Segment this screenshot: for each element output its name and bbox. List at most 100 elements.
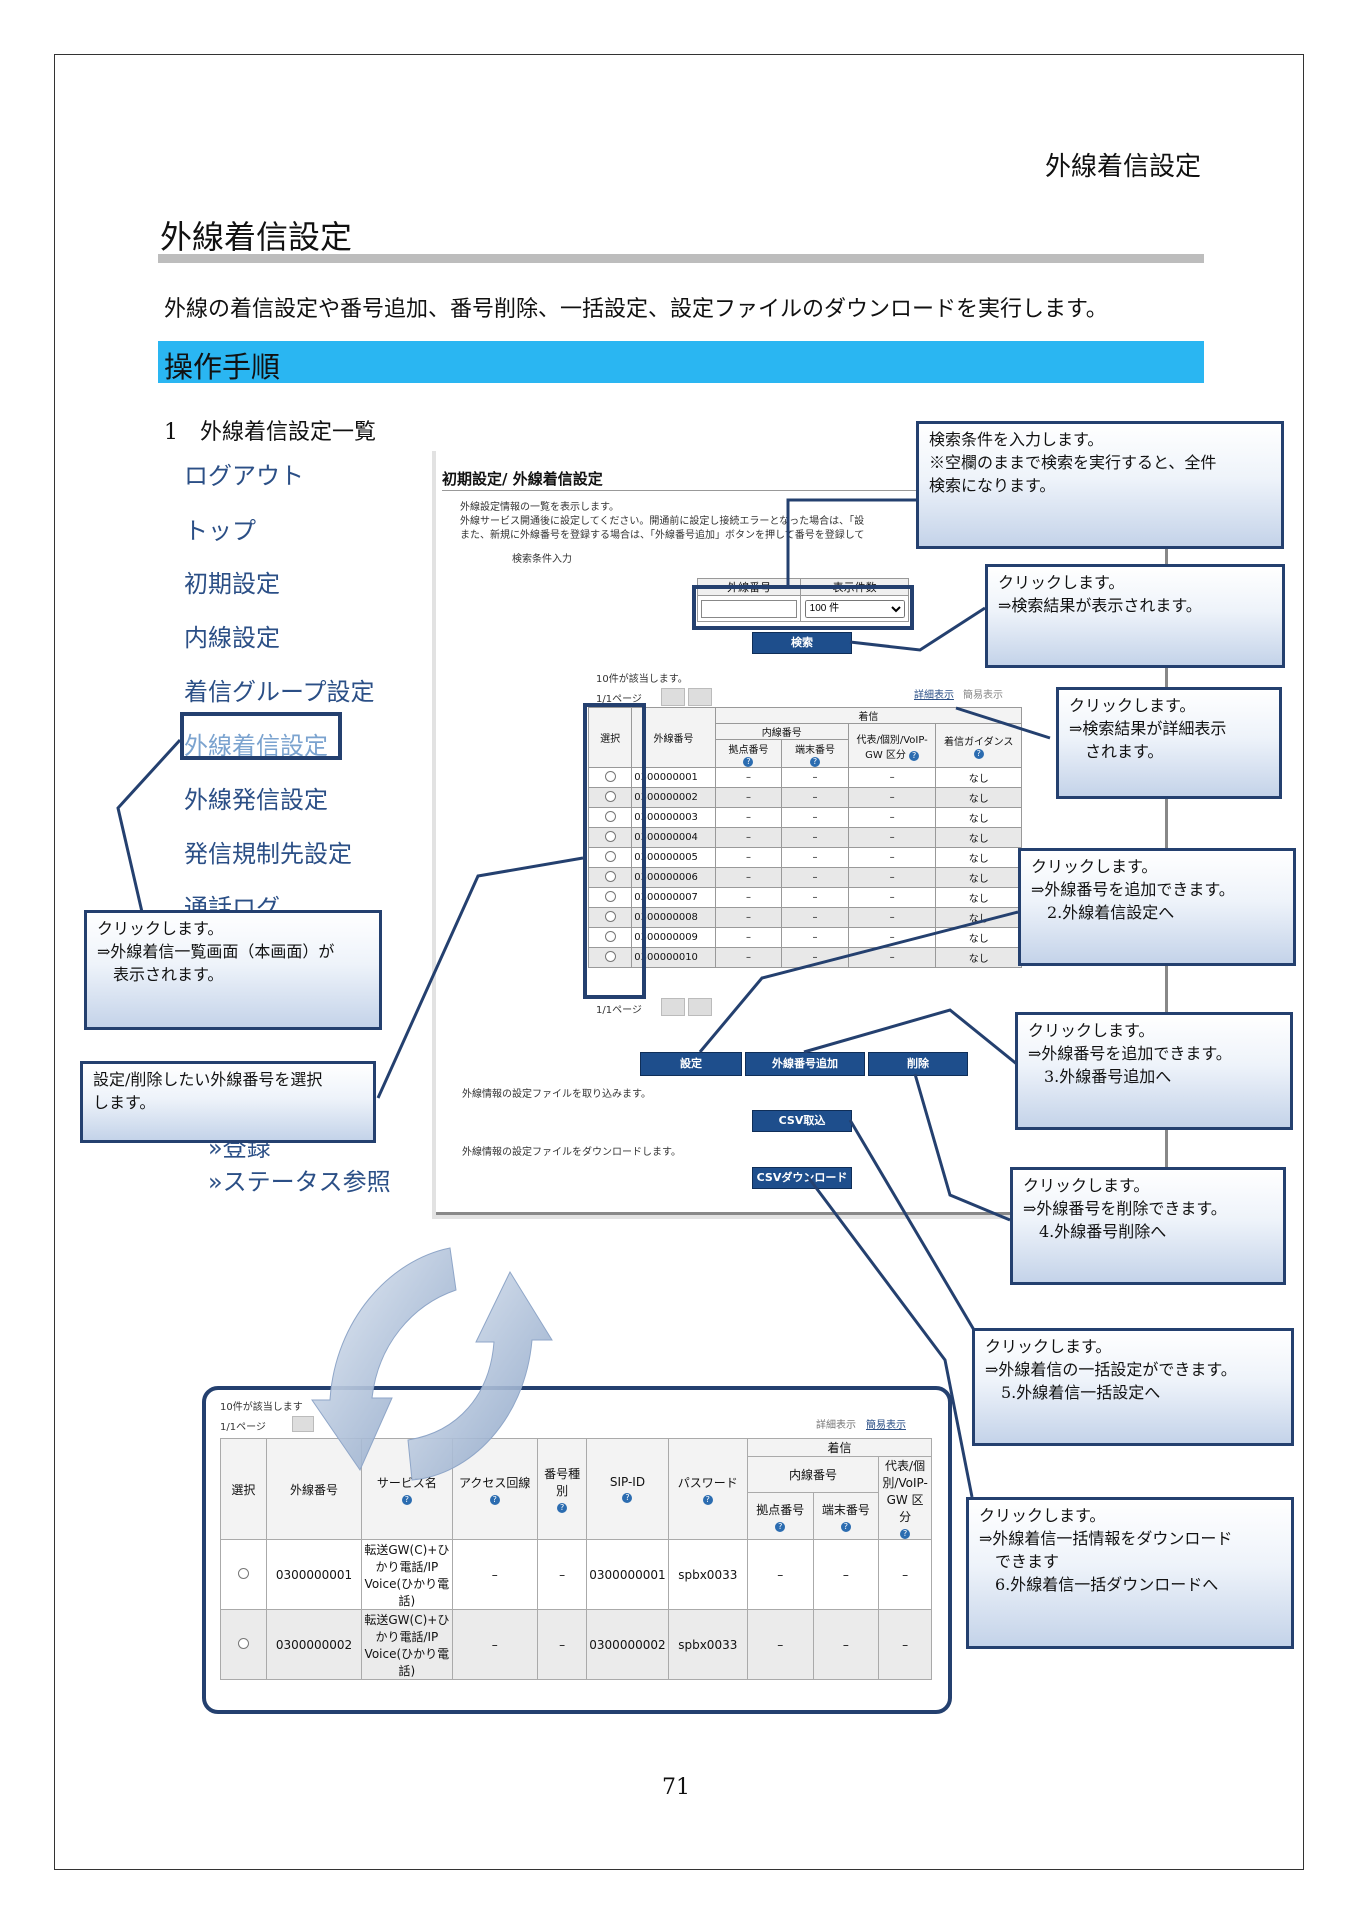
sidebar-highlight (180, 712, 342, 760)
row-radio[interactable] (604, 790, 616, 802)
row-base: – (714, 927, 783, 948)
row-radio[interactable] (237, 1637, 249, 1649)
row-radio[interactable] (604, 870, 616, 882)
col-terminal: 端末番号? (781, 739, 849, 768)
search-button[interactable]: 検索 (752, 632, 852, 654)
detail-detail-link[interactable]: 詳細表示 (816, 1420, 856, 1431)
callout-detail: クリックします。 ⇒検索結果が詳細表示 されます。 (1056, 687, 1282, 799)
help-icon[interactable]: ? (401, 1494, 412, 1505)
sidebar-item-initial[interactable]: 初期設定 (184, 570, 280, 598)
help-icon[interactable]: ? (840, 1521, 851, 1532)
col-base: 拠点番号? (714, 739, 783, 768)
row-base: – (714, 827, 783, 848)
detail-view-link[interactable]: 詳細表示 (914, 690, 954, 701)
sidebar-item-group[interactable]: 着信グループ設定 (184, 678, 375, 706)
callout-line: できます (979, 1552, 1060, 1571)
detail-view-panel: 10件が該当します 1/1ページ 詳細表示 簡易表示 選択 外線番号 サービス名… (202, 1386, 952, 1714)
row-number: 0300000006 (631, 867, 716, 888)
drow-base: – (746, 1609, 814, 1680)
row-radio[interactable] (604, 890, 616, 902)
callout-line: 3.外線番号追加へ (1028, 1067, 1172, 1086)
table-row: 0300000002 転送GW(C)+ひかり電話/IP Voice(ひかり電話)… (220, 1609, 932, 1680)
row-radio[interactable] (604, 830, 616, 842)
sidebar-item-extension[interactable]: 内線設定 (184, 624, 280, 652)
help-icon[interactable]: ? (810, 756, 821, 767)
row-radio[interactable] (237, 1567, 249, 1579)
add-number-button[interactable]: 外線番号追加 (745, 1052, 865, 1076)
csv-download-text: 外線情報の設定ファイルをダウンロードします。 (462, 1147, 681, 1158)
prev-page-button[interactable] (661, 688, 685, 706)
callout-line: クリックします。 (97, 919, 224, 938)
callout-line: クリックします。 (1023, 1176, 1150, 1195)
help-icon[interactable]: ? (900, 1529, 911, 1539)
help-icon[interactable]: ? (702, 1494, 713, 1505)
col-internal: 内線番号 (714, 723, 849, 740)
row-guidance: なし (935, 787, 1022, 808)
dcol-terminal-label: 端末番号 (821, 1502, 870, 1517)
row-number: 0300000008 (631, 907, 716, 928)
row-guidance: なし (935, 927, 1022, 948)
callout-line: ⇒外線番号を追加できます。 (1031, 880, 1235, 899)
set-button[interactable]: 設定 (640, 1052, 742, 1076)
delete-button[interactable]: 削除 (868, 1052, 968, 1076)
help-icon[interactable]: ? (909, 750, 920, 761)
row-radio[interactable] (604, 770, 616, 782)
callout-line: ⇒検索結果が詳細表示 (1069, 719, 1227, 738)
row-base: – (714, 887, 783, 908)
row-base: – (714, 907, 783, 928)
sidebar-item-logout[interactable]: ログアウト (184, 462, 304, 490)
csv-import-text: 外線情報の設定ファイルを取り込みます。 (462, 1089, 651, 1100)
sidebar-item-outgoing[interactable]: 外線発信設定 (184, 786, 328, 814)
csv-import-button[interactable]: CSV取込 (752, 1110, 852, 1132)
row-terminal: – (781, 847, 849, 868)
callout-search-button: クリックします。 ⇒検索結果が表示されます。 (985, 564, 1285, 668)
row-radio[interactable] (604, 850, 616, 862)
callout-bulk: クリックします。 ⇒外線着信の一括設定ができます。 5.外線着信一括設定へ (972, 1328, 1294, 1446)
help-icon[interactable]: ? (622, 1493, 633, 1503)
help-icon[interactable]: ? (743, 756, 754, 767)
callout-line: ⇒外線着信一覧画面（本画面）が (97, 942, 335, 961)
help-icon[interactable]: ? (489, 1494, 500, 1505)
next-page-button[interactable] (688, 688, 712, 706)
row-guidance: なし (935, 907, 1022, 928)
table-row: 0300000003–––なし (587, 807, 1022, 828)
intro-line-2: 外線サービス開通後に設定してください。開通前に設定し接続エラーとなった場合は、「… (460, 516, 865, 527)
table-row: 0300000008–––なし (587, 907, 1022, 928)
screen-title-rule (442, 490, 1162, 491)
detail-prev-page[interactable] (292, 1416, 314, 1432)
row-radio[interactable] (604, 950, 616, 962)
dcol-terminal: 端末番号? (812, 1492, 880, 1540)
col-select: 選択 (587, 707, 633, 768)
callout-delete: クリックします。 ⇒外線番号を削除できます。 4.外線番号削除へ (1010, 1167, 1286, 1285)
drow-type: – (536, 1609, 588, 1680)
row-radio[interactable] (604, 930, 616, 942)
sidebar-subitem-status[interactable]: »ステータス参照 (208, 1168, 391, 1196)
help-icon[interactable]: ? (775, 1521, 786, 1532)
detail-table: 選択 外線番号 サービス名? アクセス回線? 番号種別? SIP-ID? パスワ… (220, 1438, 933, 1680)
search-number-input[interactable] (701, 599, 798, 618)
section-bar (158, 341, 1204, 383)
row-radio[interactable] (604, 910, 616, 922)
help-icon[interactable]: ? (557, 1503, 568, 1513)
row-radio[interactable] (604, 810, 616, 822)
page-info-bottom: 1/1ページ (596, 1005, 642, 1016)
row-guidance: なし (935, 807, 1022, 828)
csv-download-button[interactable]: CSVダウンロード (752, 1167, 852, 1189)
sidebar-item-incoming[interactable]: 外線着信設定 (184, 732, 328, 760)
next-page-button-bottom[interactable] (688, 998, 712, 1016)
help-icon[interactable]: ? (973, 748, 984, 759)
row-base: – (714, 947, 783, 968)
drow-service: 転送GW(C)+ひかり電話/IP Voice(ひかり電話) (361, 1609, 453, 1680)
callout-line: ⇒外線着信の一括設定ができます。 (985, 1360, 1237, 1379)
detail-simple-link[interactable]: 簡易表示 (866, 1420, 906, 1431)
sidebar-item-top[interactable]: トップ (184, 517, 256, 545)
col-guidance-label: 着信ガイダンス (944, 736, 1014, 748)
prev-page-button-bottom[interactable] (661, 998, 685, 1016)
page-info: 1/1ページ (596, 694, 642, 705)
simple-view-link[interactable]: 簡易表示 (963, 690, 1003, 701)
search-label: 検索条件入力 (512, 554, 572, 565)
row-guidance: なし (935, 767, 1022, 788)
section-heading: 操作手順 (164, 350, 281, 384)
screen-title: 初期設定/ 外線着信設定 (442, 470, 603, 488)
sidebar-item-restrict[interactable]: 発信規制先設定 (184, 840, 352, 868)
